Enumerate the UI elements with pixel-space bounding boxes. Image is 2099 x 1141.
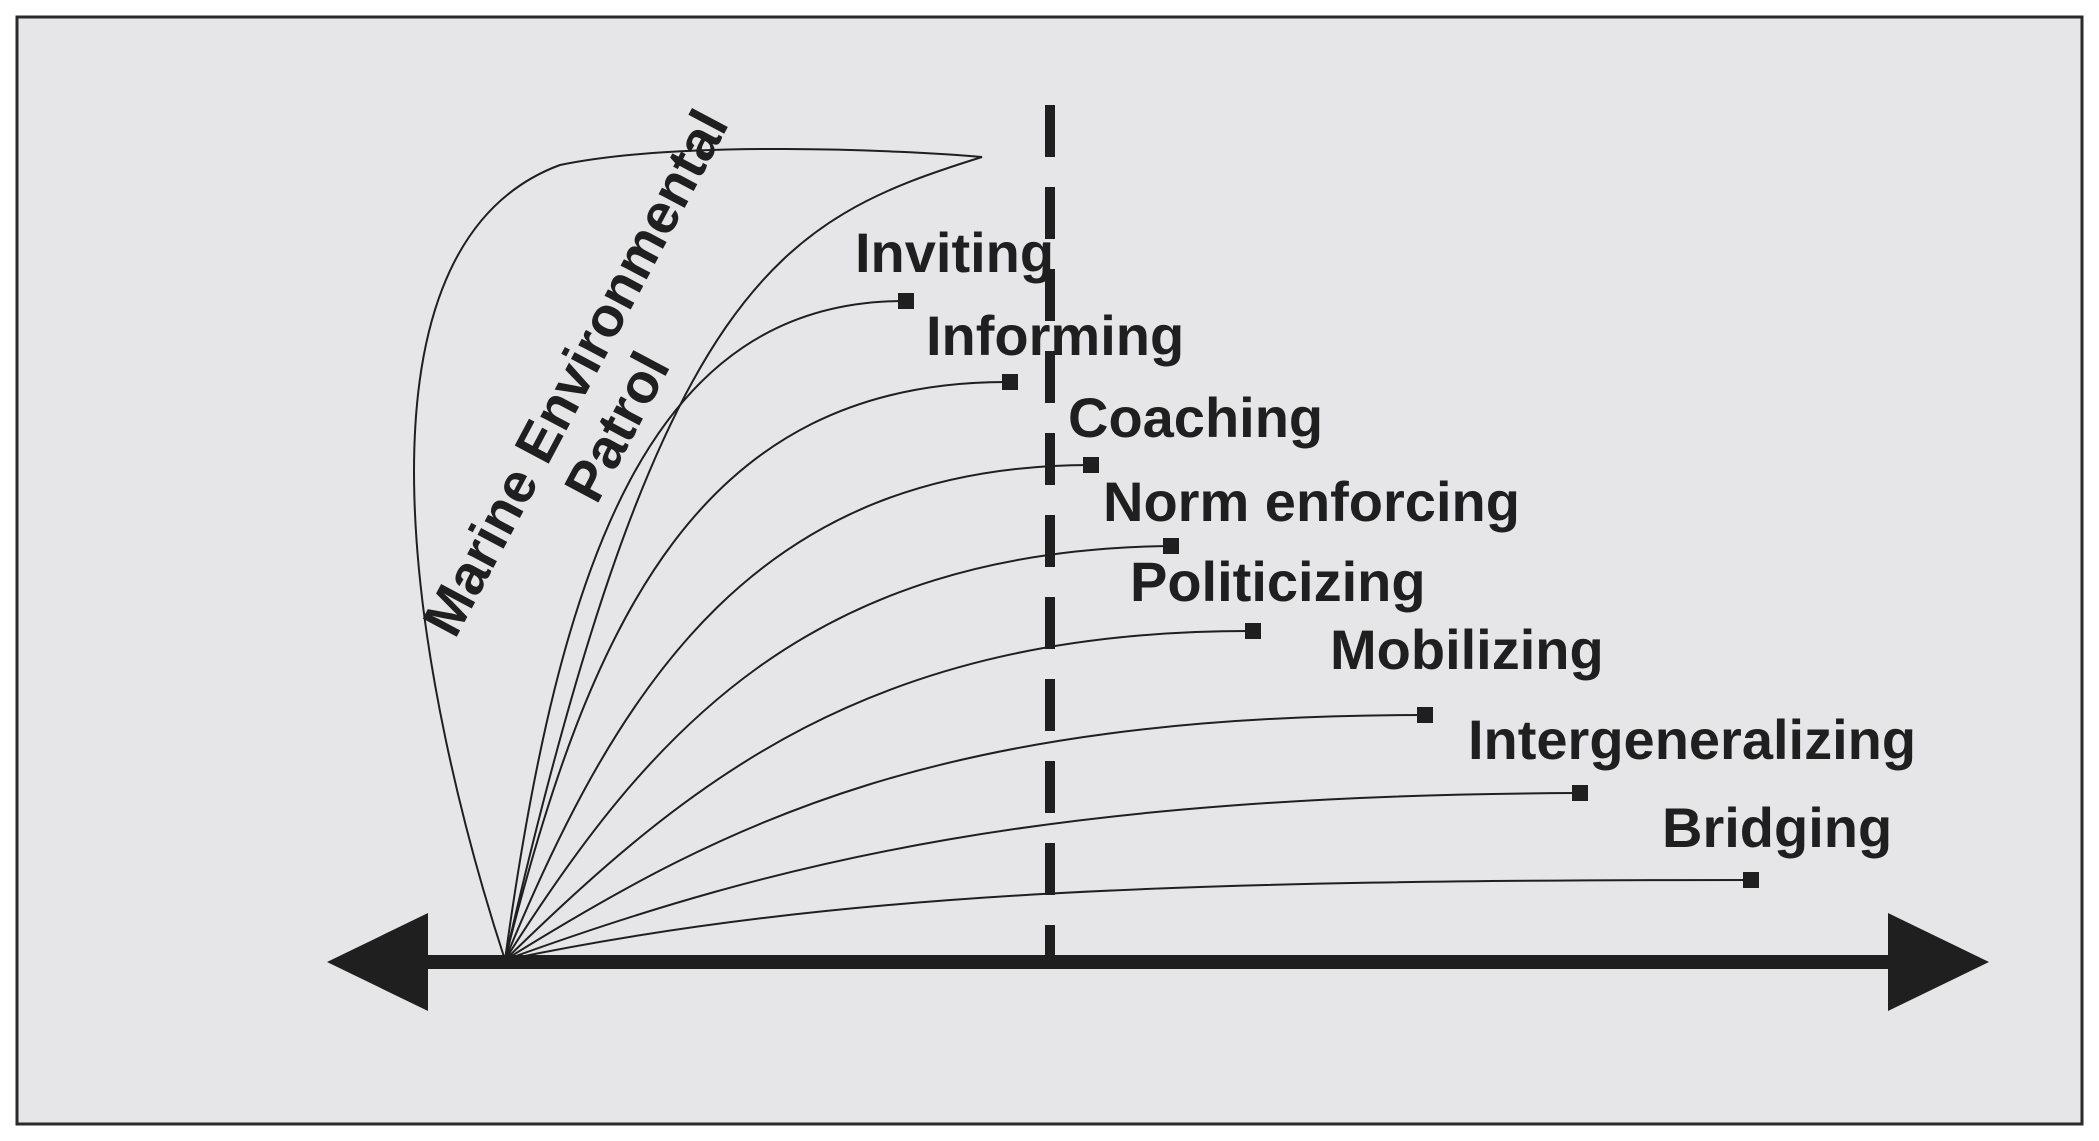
role-labels: Inviting Informing Coaching Norm enforci…	[855, 221, 1916, 859]
left-arrowhead-icon	[327, 913, 428, 1011]
label-bridging: Bridging	[1662, 796, 1892, 859]
label-norm-enforcing: Norm enforcing	[1103, 470, 1520, 533]
curve-inviting	[504, 299, 907, 961]
marker-inviting	[898, 293, 914, 309]
marker-coaching	[1083, 457, 1099, 473]
curve-mobilizing	[504, 714, 1426, 961]
label-informing: Informing	[926, 304, 1184, 367]
right-arrowhead-icon	[1888, 913, 1989, 1011]
patrol-loop-curve	[413, 147, 983, 961]
label-politicizing: Politicizing	[1130, 550, 1426, 613]
curve-coaching	[504, 464, 1092, 961]
curve-intergeneralizing	[504, 792, 1581, 961]
label-inviting: Inviting	[855, 221, 1054, 284]
marker-mobilizing	[1417, 707, 1433, 723]
curve-informing	[504, 380, 1011, 961]
marker-bridging	[1743, 872, 1759, 888]
axis-line	[400, 955, 1920, 969]
curve-politicizing	[504, 629, 1254, 961]
marker-norm-enforcing	[1163, 538, 1179, 554]
curve-norm-enforcing	[504, 545, 1172, 961]
marker-informing	[1002, 374, 1018, 390]
label-coaching: Coaching	[1068, 386, 1323, 449]
label-mobilizing: Mobilizing	[1330, 618, 1604, 681]
curve-end-markers	[898, 293, 1759, 888]
double-arrow-axis	[327, 913, 1989, 1011]
marker-politicizing	[1245, 623, 1261, 639]
marker-intergeneralizing	[1572, 785, 1588, 801]
label-intergeneralizing: Intergeneralizing	[1468, 708, 1916, 771]
